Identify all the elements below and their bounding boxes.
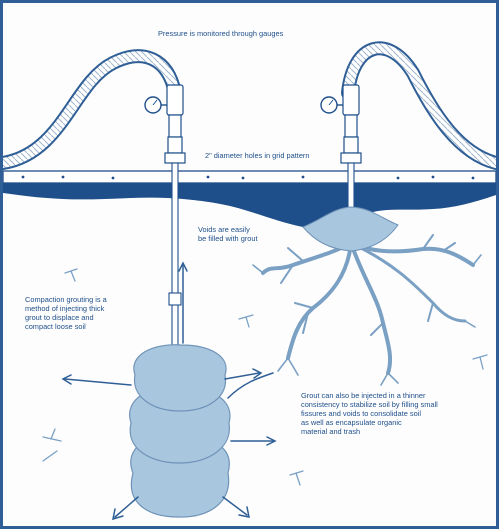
left-gauge-assembly	[165, 85, 185, 163]
ground-slab	[3, 171, 496, 228]
voids-label: Voids are easily be filled with grout	[198, 225, 318, 243]
compaction-grout-mass	[130, 345, 230, 517]
right-hose	[348, 48, 496, 163]
holes-grid-label: 2" diameter holes in grid pattern	[205, 151, 365, 160]
left-gauge	[145, 97, 167, 113]
soil-band	[3, 183, 496, 228]
grouting-illustration	[3, 3, 496, 526]
grout-root-network	[253, 235, 481, 385]
pressure-gauge-label: Pressure is monitored through gauges	[158, 29, 358, 38]
compaction-grouting-label: Compaction grouting is a method of injec…	[25, 295, 175, 331]
thinner-grout-label: Grout can also be injected in a thinner …	[301, 391, 491, 436]
right-gauge	[321, 97, 343, 113]
